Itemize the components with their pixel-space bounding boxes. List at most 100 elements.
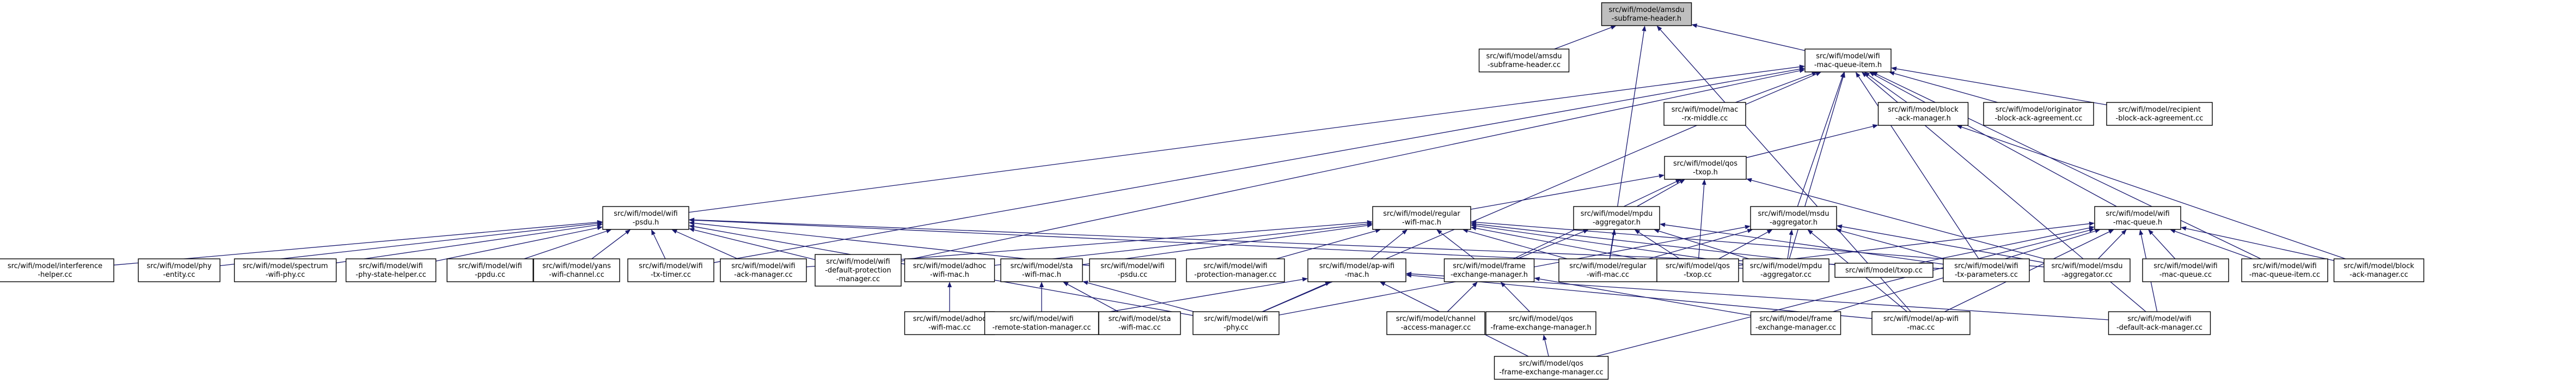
file-node-qosfem-cc[interactable]: src/wifi/model/qos-frame-exchange-manage… bbox=[1494, 356, 1609, 380]
file-node-regmac-h[interactable]: src/wifi/model/regular-wifi-mac.h bbox=[1372, 206, 1471, 230]
file-node-wphy[interactable]: src/wifi/model/wifi-phy.cc bbox=[1192, 311, 1280, 335]
file-node-wdam[interactable]: src/wifi/model/wifi-default-ack-manager.… bbox=[2108, 311, 2211, 335]
node-box bbox=[1000, 258, 1083, 282]
arrow-head bbox=[1872, 124, 1879, 129]
include-edge bbox=[1918, 226, 2095, 264]
arrow-head bbox=[2121, 229, 2127, 235]
file-node-txtimer[interactable]: src/wifi/model/wifi-tx-timer.cc bbox=[627, 258, 714, 282]
file-node-wackmgr[interactable]: src/wifi/model/wifi-ack-manager.cc bbox=[720, 258, 807, 282]
node-label-line: src/wifi/model/sta bbox=[1109, 315, 1171, 323]
file-node-mqi-cc[interactable]: src/wifi/model/wifi-mac-queue-item.cc bbox=[2241, 258, 2328, 282]
node-label-line: src/wifi/model/wifi bbox=[2253, 262, 2316, 270]
arrow-head bbox=[1367, 220, 1373, 225]
node-label-line: -block-ack-agreement.cc bbox=[1995, 114, 2083, 123]
file-node-rsm[interactable]: src/wifi/model/wifi-remote-station-manag… bbox=[984, 311, 1099, 335]
include-edge bbox=[1746, 178, 2045, 259]
arrow-head bbox=[1471, 220, 1477, 225]
file-node-macrx[interactable]: src/wifi/model/mac-rx-middle.cc bbox=[1663, 102, 1746, 126]
node-box bbox=[1877, 102, 1969, 126]
node-label-line: src/wifi/model/wifi bbox=[639, 262, 702, 270]
file-node-qosfem-h[interactable]: src/wifi/model/qos-frame-exchange-manage… bbox=[1485, 311, 1596, 335]
file-node-adhoc-cc[interactable]: src/wifi/model/adhoc-wifi-mac.cc bbox=[904, 311, 995, 335]
file-node-orig[interactable]: src/wifi/model/originator-block-ack-agre… bbox=[1983, 102, 2094, 126]
arrow-head bbox=[1837, 224, 1843, 229]
node-label-line: -ack-manager.cc bbox=[2349, 271, 2408, 279]
file-node-txop-cc[interactable]: src/wifi/model/txop.cc bbox=[1834, 263, 1933, 278]
file-node-recip[interactable]: src/wifi/model/recipient-block-ack-agree… bbox=[2106, 102, 2213, 126]
arrow-head bbox=[1889, 71, 1895, 76]
arrow-head bbox=[1375, 228, 1381, 233]
node-label-line: src/wifi/model/adhoc bbox=[913, 315, 987, 323]
file-node-msduagg-h[interactable]: src/wifi/model/msdu-aggregator.h bbox=[1750, 206, 1837, 230]
file-node-yans[interactable]: src/wifi/model/yans-wifi-channel.cc bbox=[533, 258, 620, 282]
file-node-wmq-h[interactable]: src/wifi/model/wifi-mac-queue.h bbox=[2094, 206, 2181, 230]
node-box bbox=[815, 254, 902, 287]
file-node-sta-cc[interactable]: src/wifi/model/sta-wifi-mac.cc bbox=[1098, 311, 1181, 335]
include-edge bbox=[1039, 282, 1044, 312]
node-box bbox=[904, 258, 995, 282]
arrow-head bbox=[1583, 229, 1589, 234]
file-node-amsdu-cc[interactable]: src/wifi/model/amsdu-subframe-header.cc bbox=[1478, 48, 1570, 72]
arrow-head bbox=[1656, 26, 1662, 32]
include-edge bbox=[1855, 72, 1979, 259]
file-node-wmq-cc[interactable]: src/wifi/model/wifi-mac-queue.cc bbox=[2142, 258, 2229, 282]
node-label-line: src/wifi/model/wifi bbox=[1954, 262, 2018, 270]
node-label-line: src/wifi/model/frame bbox=[1453, 262, 1526, 270]
file-node-qostxop-cc[interactable]: src/wifi/model/qos-txop.cc bbox=[1656, 258, 1739, 282]
file-node-bam-h[interactable]: src/wifi/model/block-ack-manager.h bbox=[1877, 102, 1969, 126]
node-label-line: src/wifi/model/yans bbox=[542, 262, 611, 270]
include-edge bbox=[1554, 25, 1617, 50]
file-node-adhoc-h[interactable]: src/wifi/model/adhoc-wifi-mac.h bbox=[904, 258, 995, 282]
file-node-wprotmgr[interactable]: src/wifi/model/wifi-protection-manager.c… bbox=[1186, 258, 1285, 282]
node-label-line: -mac.cc bbox=[1907, 324, 1935, 332]
include-edge bbox=[1654, 229, 1749, 259]
file-node-bam-cc[interactable]: src/wifi/model/block-ack-manager.cc bbox=[2333, 258, 2425, 282]
file-node-cam[interactable]: src/wifi/model/channel-access-manager.cc bbox=[1386, 311, 1485, 335]
file-node-wdefprot[interactable]: src/wifi/model/wifi-default-protection-m… bbox=[815, 254, 902, 287]
file-node-wpsdu-cc[interactable]: src/wifi/model/wifi-psdu.cc bbox=[1089, 258, 1176, 282]
file-node-mpduagg-cc[interactable]: src/wifi/model/mpdu-aggregator.cc bbox=[1742, 258, 1829, 282]
file-node-mpduagg-h[interactable]: src/wifi/model/mpdu-aggregator.h bbox=[1573, 206, 1660, 230]
file-node-sta-h[interactable]: src/wifi/model/sta-wifi-mac.h bbox=[1000, 258, 1083, 282]
include-edge bbox=[1735, 71, 1818, 103]
arrow-head bbox=[2089, 221, 2095, 226]
node-label-line: -block-ack-agreement.cc bbox=[2116, 114, 2204, 123]
node-box bbox=[904, 311, 995, 335]
file-node-ppdu[interactable]: src/wifi/model/wifi-ppdu.cc bbox=[446, 258, 534, 282]
include-edge bbox=[2097, 229, 2127, 259]
file-node-spec[interactable]: src/wifi/model/spectrum-wifi-phy.cc bbox=[234, 258, 337, 282]
node-label-line: src/wifi/model/sta bbox=[1011, 262, 1073, 270]
arrow-head bbox=[605, 229, 612, 233]
arrow-head bbox=[1871, 72, 1878, 76]
file-node-txparams[interactable]: src/wifi/model/wifi-tx-parameters.cc bbox=[1943, 258, 2030, 282]
include-edge bbox=[1609, 229, 1616, 259]
arrow-head bbox=[689, 224, 695, 229]
include-edge bbox=[713, 66, 1805, 263]
node-box bbox=[234, 258, 337, 282]
include-edge bbox=[1276, 228, 1381, 259]
node-label-line: -default-protection bbox=[825, 266, 891, 275]
node-label-line: -aggregator.cc bbox=[1760, 271, 1812, 279]
file-node-phyent[interactable]: src/wifi/model/phy-entity.cc bbox=[138, 258, 221, 282]
include-edge bbox=[1370, 229, 1408, 259]
file-node-fem-cc[interactable]: src/wifi/model/frame-exchange-manager.cc bbox=[1750, 311, 1841, 335]
file-node-ap-h[interactable]: src/wifi/model/ap-wifi-mac.h bbox=[1307, 258, 1406, 282]
file-node-mqi-h[interactable]: src/wifi/model/wifi-mac-queue-item.h bbox=[1804, 48, 1892, 72]
file-node-interf[interactable]: src/wifi/model/interference-helper.cc bbox=[0, 258, 114, 282]
include-edge bbox=[1956, 125, 2346, 259]
include-edge bbox=[1837, 224, 2045, 263]
node-label-line: src/wifi/model/wifi bbox=[1100, 262, 1164, 270]
file-node-txop-h[interactable]: src/wifi/model/qos-txop.h bbox=[1664, 156, 1747, 180]
node-box bbox=[533, 258, 620, 282]
file-node-ap-cc[interactable]: src/wifi/model/ap-wifi-mac.cc bbox=[1871, 311, 1971, 335]
file-node-msduagg-cc[interactable]: src/wifi/model/msdu-aggregator.cc bbox=[2043, 258, 2131, 282]
arrow-head bbox=[1789, 229, 1794, 235]
file-node-regmac-cc[interactable]: src/wifi/model/regular-wifi-mac.cc bbox=[1558, 258, 1657, 282]
file-node-psdu-h[interactable]: src/wifi/model/wifi-psdu.h bbox=[602, 206, 689, 230]
node-box bbox=[1663, 102, 1746, 126]
node-label-line: -aggregator.h bbox=[1593, 219, 1641, 227]
file-node-phystate[interactable]: src/wifi/model/wifi-phy-state-helper.cc bbox=[345, 258, 437, 282]
node-label-line: -frame-exchange-manager.h bbox=[1490, 324, 1591, 332]
file-node-fem-h[interactable]: src/wifi/model/frame-exchange-manager.h bbox=[1443, 258, 1535, 282]
arrow-head bbox=[1462, 228, 1468, 233]
